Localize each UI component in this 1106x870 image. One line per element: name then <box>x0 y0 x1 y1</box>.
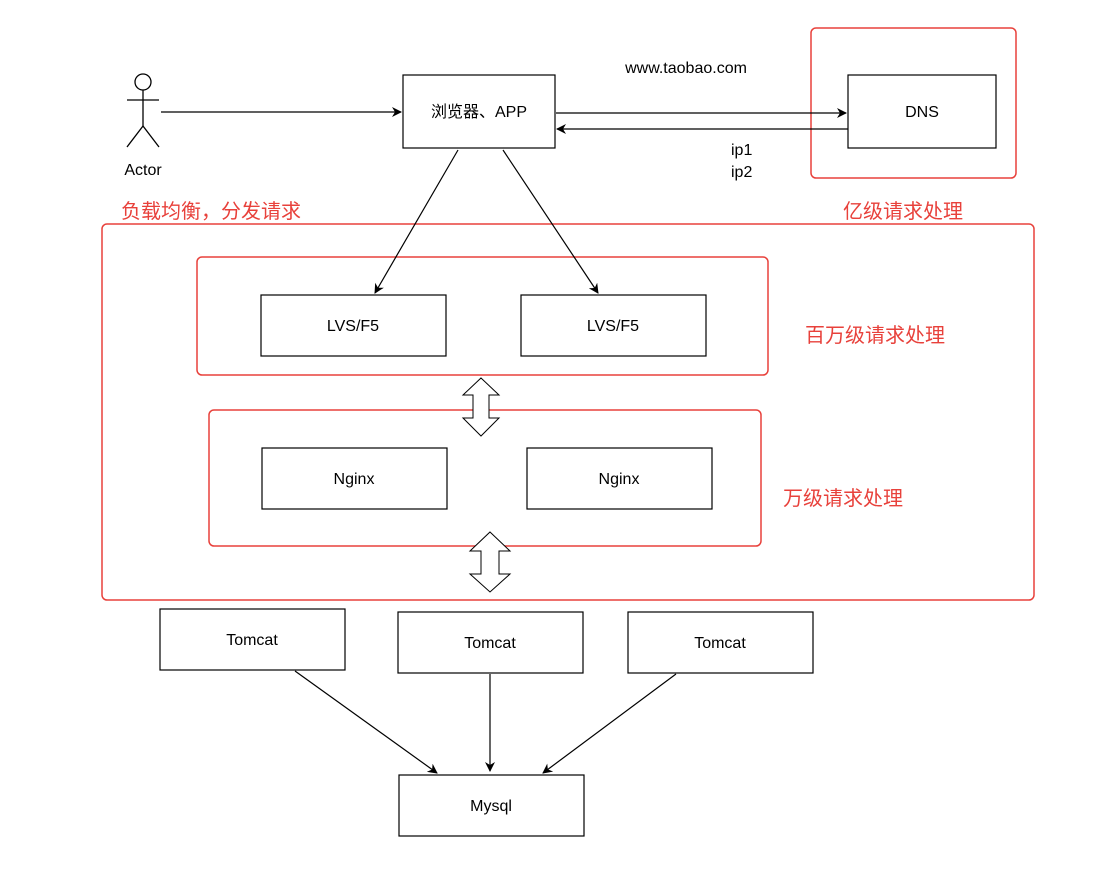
dns-label: DNS <box>905 104 939 121</box>
browser-label: 浏览器、APP <box>431 103 527 121</box>
tomcat-label-1: Tomcat <box>226 632 278 649</box>
actor-icon <box>126 73 160 148</box>
nginx-label-1: Nginx <box>334 471 375 488</box>
lvs-label-1: LVS/F5 <box>327 318 379 335</box>
dns-group-frame <box>810 27 1017 179</box>
dns-box <box>847 74 997 149</box>
mysql-label: Mysql <box>470 798 512 815</box>
load-balance-label: 负载均衡，分发请求 <box>121 199 301 223</box>
nginx-box-2 <box>526 447 713 510</box>
nginx-tomcat-double-arrow-icon <box>468 531 512 593</box>
million-label: 百万级请求处理 <box>805 323 945 347</box>
actor-label: Actor <box>124 162 162 179</box>
hundred-million-label: 亿级请求处理 <box>843 199 963 223</box>
lvs-box-1 <box>260 294 447 357</box>
lvs-label-2: LVS/F5 <box>587 318 639 335</box>
lvs-group-frame <box>196 256 769 376</box>
tomcat1-to-mysql-arrow <box>294 670 438 774</box>
ten-thousand-label: 万级请求处理 <box>783 486 903 510</box>
nginx-label-2: Nginx <box>599 471 640 488</box>
browser-to-lvs1-arrow <box>374 149 459 294</box>
load-balance-group-frame <box>101 223 1035 601</box>
lvs-nginx-double-arrow-icon <box>461 377 501 437</box>
tomcat-box-1 <box>159 608 346 671</box>
ip2-label: ip2 <box>731 164 752 181</box>
tomcat3-to-mysql-arrow <box>542 673 677 774</box>
lvs-box-2 <box>520 294 707 357</box>
domain-label: www.taobao.com <box>624 60 747 77</box>
browser-to-lvs2-arrow <box>502 149 599 294</box>
tomcat-box-3 <box>627 611 814 674</box>
browser-box <box>402 74 556 149</box>
tomcat-box-2 <box>397 611 584 674</box>
tomcat-label-2: Tomcat <box>464 635 516 652</box>
mysql-box <box>398 774 585 837</box>
nginx-box-1 <box>261 447 448 510</box>
ip1-label: ip1 <box>731 142 752 159</box>
tomcat-label-3: Tomcat <box>694 635 746 652</box>
